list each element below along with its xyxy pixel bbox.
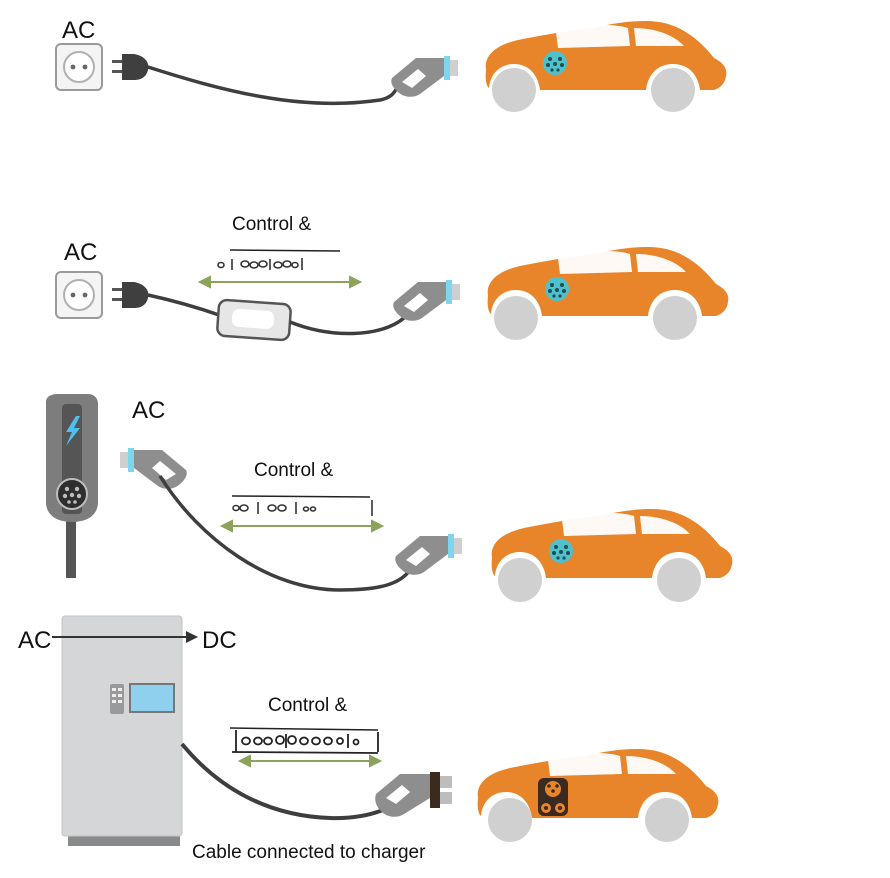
- wheel: [488, 798, 532, 842]
- ac-label: AC: [62, 17, 95, 44]
- wheel: [645, 798, 689, 842]
- charging-cable: [158, 475, 412, 592]
- wallbox-charger: [46, 394, 98, 578]
- scribbled-text: [217, 258, 303, 270]
- charging-cable: [147, 65, 400, 106]
- bidirectional-arrow: [237, 754, 383, 768]
- wheel: [651, 68, 695, 112]
- wheel: [494, 296, 538, 340]
- mode-row-4: AC DC Control &: [18, 615, 719, 863]
- wheel: [657, 558, 701, 602]
- mode-row-2: AC Control &: [55, 214, 729, 342]
- control-label: Control &: [232, 214, 312, 235]
- wall-socket: [55, 271, 103, 319]
- electric-car: [485, 21, 727, 112]
- dc-charging-station: [61, 615, 183, 846]
- wheel: [498, 558, 542, 602]
- ac-label: AC: [18, 627, 51, 654]
- bidirectional-arrow: [197, 275, 363, 289]
- wheel: [492, 68, 536, 112]
- charging-connector: [391, 56, 458, 97]
- electric-car: [477, 749, 719, 842]
- dc-label: DC: [202, 627, 237, 654]
- ac-label: AC: [64, 239, 97, 266]
- scribble-line: [229, 727, 379, 731]
- wall-socket: [55, 43, 103, 91]
- control-label: Control &: [254, 460, 334, 481]
- charging-connector: [395, 534, 462, 575]
- scribbled-text: [231, 730, 379, 754]
- charging-cable: [147, 293, 223, 318]
- scribble-line: [231, 495, 371, 498]
- wheel: [653, 296, 697, 340]
- charger-screen: [129, 683, 175, 713]
- ac-to-dc-arrow: [52, 631, 198, 643]
- in-cable-control-box: [216, 298, 292, 342]
- ac-label: AC: [132, 397, 165, 424]
- lightning-icon: [66, 416, 80, 446]
- plug: [112, 54, 149, 80]
- scribble-line: [229, 249, 341, 252]
- plug: [112, 282, 149, 308]
- electric-car: [487, 247, 729, 340]
- charging-cable: [289, 316, 406, 336]
- charging-connector: [393, 280, 460, 321]
- scribbled-text: [232, 500, 373, 516]
- mode-row-3: AC Control &: [46, 394, 733, 602]
- charging-cable: [180, 742, 393, 821]
- mode-row-1: AC: [55, 17, 727, 112]
- electric-car: [491, 509, 733, 602]
- caption: Cable connected to charger: [192, 842, 426, 863]
- dc-combo-inlet: [538, 778, 568, 816]
- bidirectional-arrow: [219, 519, 385, 533]
- dc-charging-connector: [375, 772, 452, 817]
- control-label: Control &: [268, 695, 348, 716]
- charging-connector: [120, 448, 187, 489]
